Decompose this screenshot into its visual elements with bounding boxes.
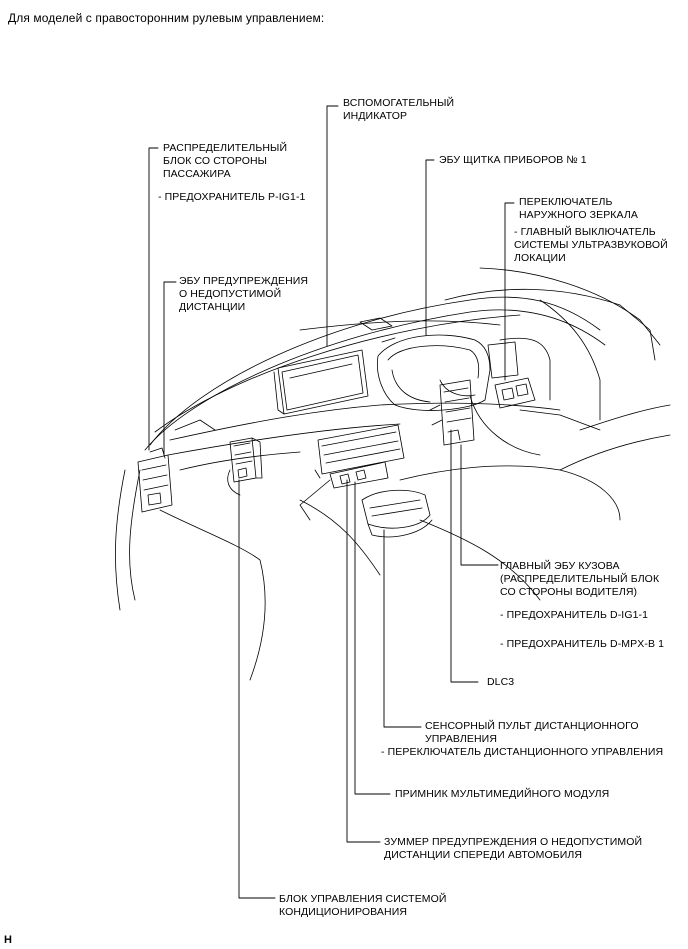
passenger-jb-shape <box>137 447 173 513</box>
meter-shape <box>376 334 491 411</box>
main-body-ecu-shape <box>429 379 475 446</box>
leader-lines <box>148 105 515 899</box>
label-fuse-dig: - ПРЕДОХРАНИТЕЛЬ D-IG1-1 <box>500 609 649 621</box>
mirror-switch-shape <box>487 341 536 409</box>
corner-mark: H <box>4 934 13 946</box>
page-header: Для моделей с правосторонним рулевым упр… <box>8 11 325 25</box>
label-sonar-switch: - ГЛАВНЫЙ ВЫКЛЮЧАТЕЛЬ СИСТЕМЫ УЛЬТРАЗВУК… <box>514 226 668 264</box>
label-aux-indicator: ВСПОМОГАТЕЛЬНЫЙ ИНДИКАТОР <box>343 97 455 122</box>
label-ac-control: БЛОК УПРАВЛЕНИЯ СИСТЕМОЙ КОНДИЦИОНИРОВАН… <box>279 893 447 918</box>
center-console-shape <box>314 424 405 489</box>
label-passenger-jb-fuse: - ПРЕДОХРАНИТЕЛЬ P-IG1-1 <box>158 191 306 203</box>
label-buzzer: ЗУММЕР ПРЕДУПРЕЖДЕНИЯ О НЕДОПУСТИМОЙ ДИС… <box>384 836 643 861</box>
aux-indicator-shape <box>273 349 369 415</box>
label-clearance-ecu: ЭБУ ПРЕДУПРЕЖДЕНИЯ О НЕДОПУСТИМОЙ ДИСТАН… <box>179 275 309 313</box>
label-remote-touch: СЕНСОРНЫЙ ПУЛЬТ ДИСТАНЦИОННОГО УПРАВЛЕНИ… <box>425 720 639 745</box>
label-meter-ecu: ЭБУ ЩИТКА ПРИБОРОВ № 1 <box>439 154 587 166</box>
label-mirror-switch: ПЕРЕКЛЮЧАТЕЛЬ НАРУЖНОГО ЗЕРКАЛА <box>519 196 638 221</box>
label-fuse-dmpx: - ПРЕДОХРАНИТЕЛЬ D-MPX-B 1 <box>500 638 665 650</box>
label-remote-switch: - ПЕРЕКЛЮЧАТЕЛЬ ДИСТАНЦИОННОГО УПРАВЛЕНИ… <box>381 746 664 758</box>
label-passenger-jb: РАСПРЕДЕЛИТЕЛЬНЫЙ БЛОК СО СТОРОНЫ ПАССАЖ… <box>163 142 288 180</box>
ac-control-shape <box>229 437 263 483</box>
label-dlc3: DLC3 <box>487 676 515 688</box>
label-main-body-ecu: ГЛАВНЫЙ ЭБУ КУЗОВА (РАСПРЕДЕЛИТЕЛЬНЫЙ БЛ… <box>500 560 660 598</box>
remote-touch-shape <box>361 489 433 538</box>
label-multimedia: ПРИМНИК МУЛЬТИМЕДИЙНОГО МОДУЛЯ <box>395 788 610 800</box>
